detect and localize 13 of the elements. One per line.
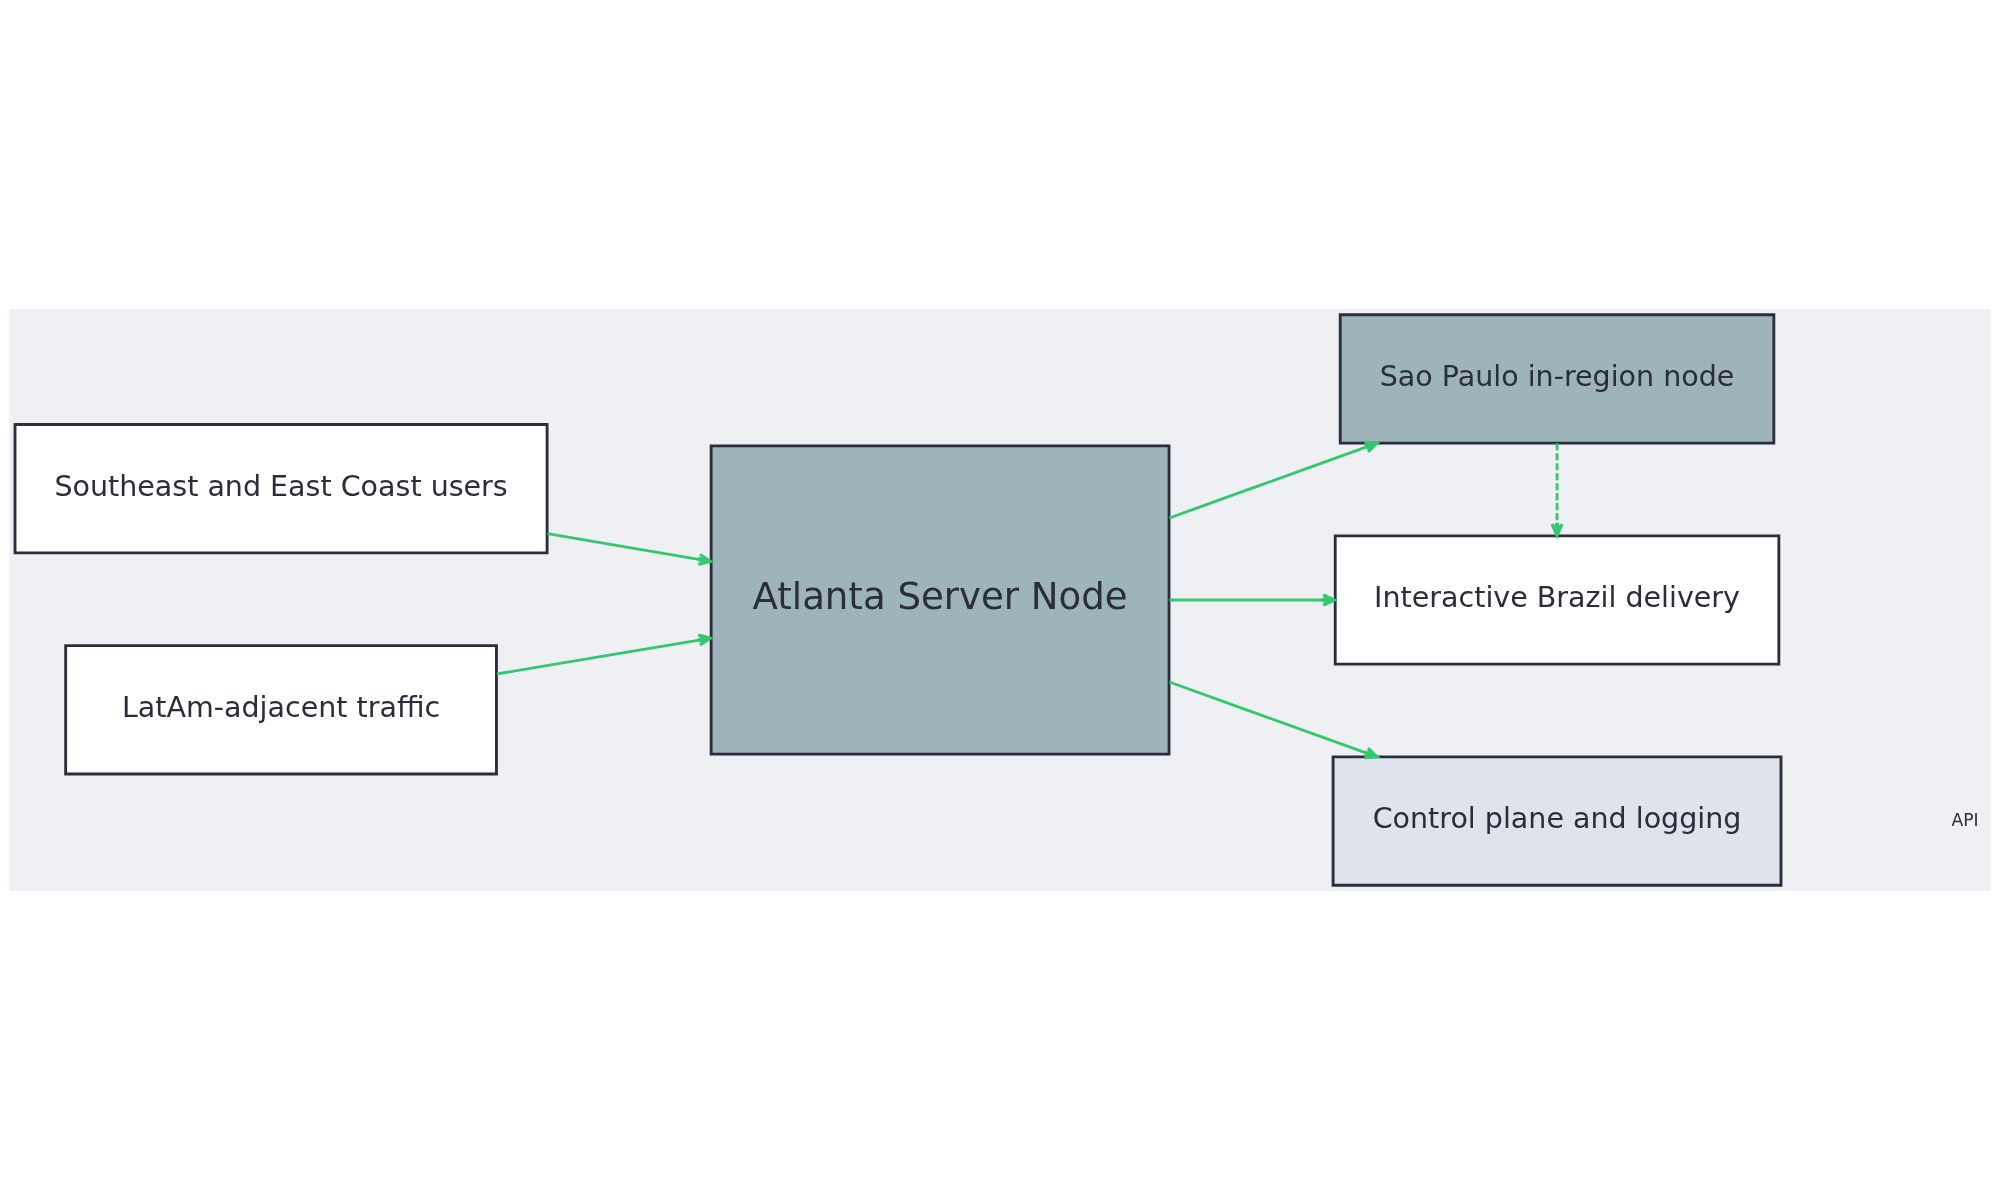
label: API xyxy=(1951,809,1979,830)
arrow xyxy=(1168,680,1379,760)
node-box: Control plane and logging xyxy=(1331,755,1783,887)
node-box: Interactive Brazil delivery xyxy=(1333,534,1781,666)
node-box: LatAm-adjacent traffic xyxy=(64,644,498,776)
arrow xyxy=(1169,593,1337,607)
arrow xyxy=(1168,440,1379,520)
node-box: Atlanta Server Node xyxy=(709,444,1171,756)
node-box: Southeast and East Coast users xyxy=(13,423,549,555)
arrow xyxy=(547,532,713,566)
arrow xyxy=(496,633,713,676)
node-box: Sao Paulo in-region node xyxy=(1338,313,1776,445)
arrow xyxy=(1550,443,1564,538)
